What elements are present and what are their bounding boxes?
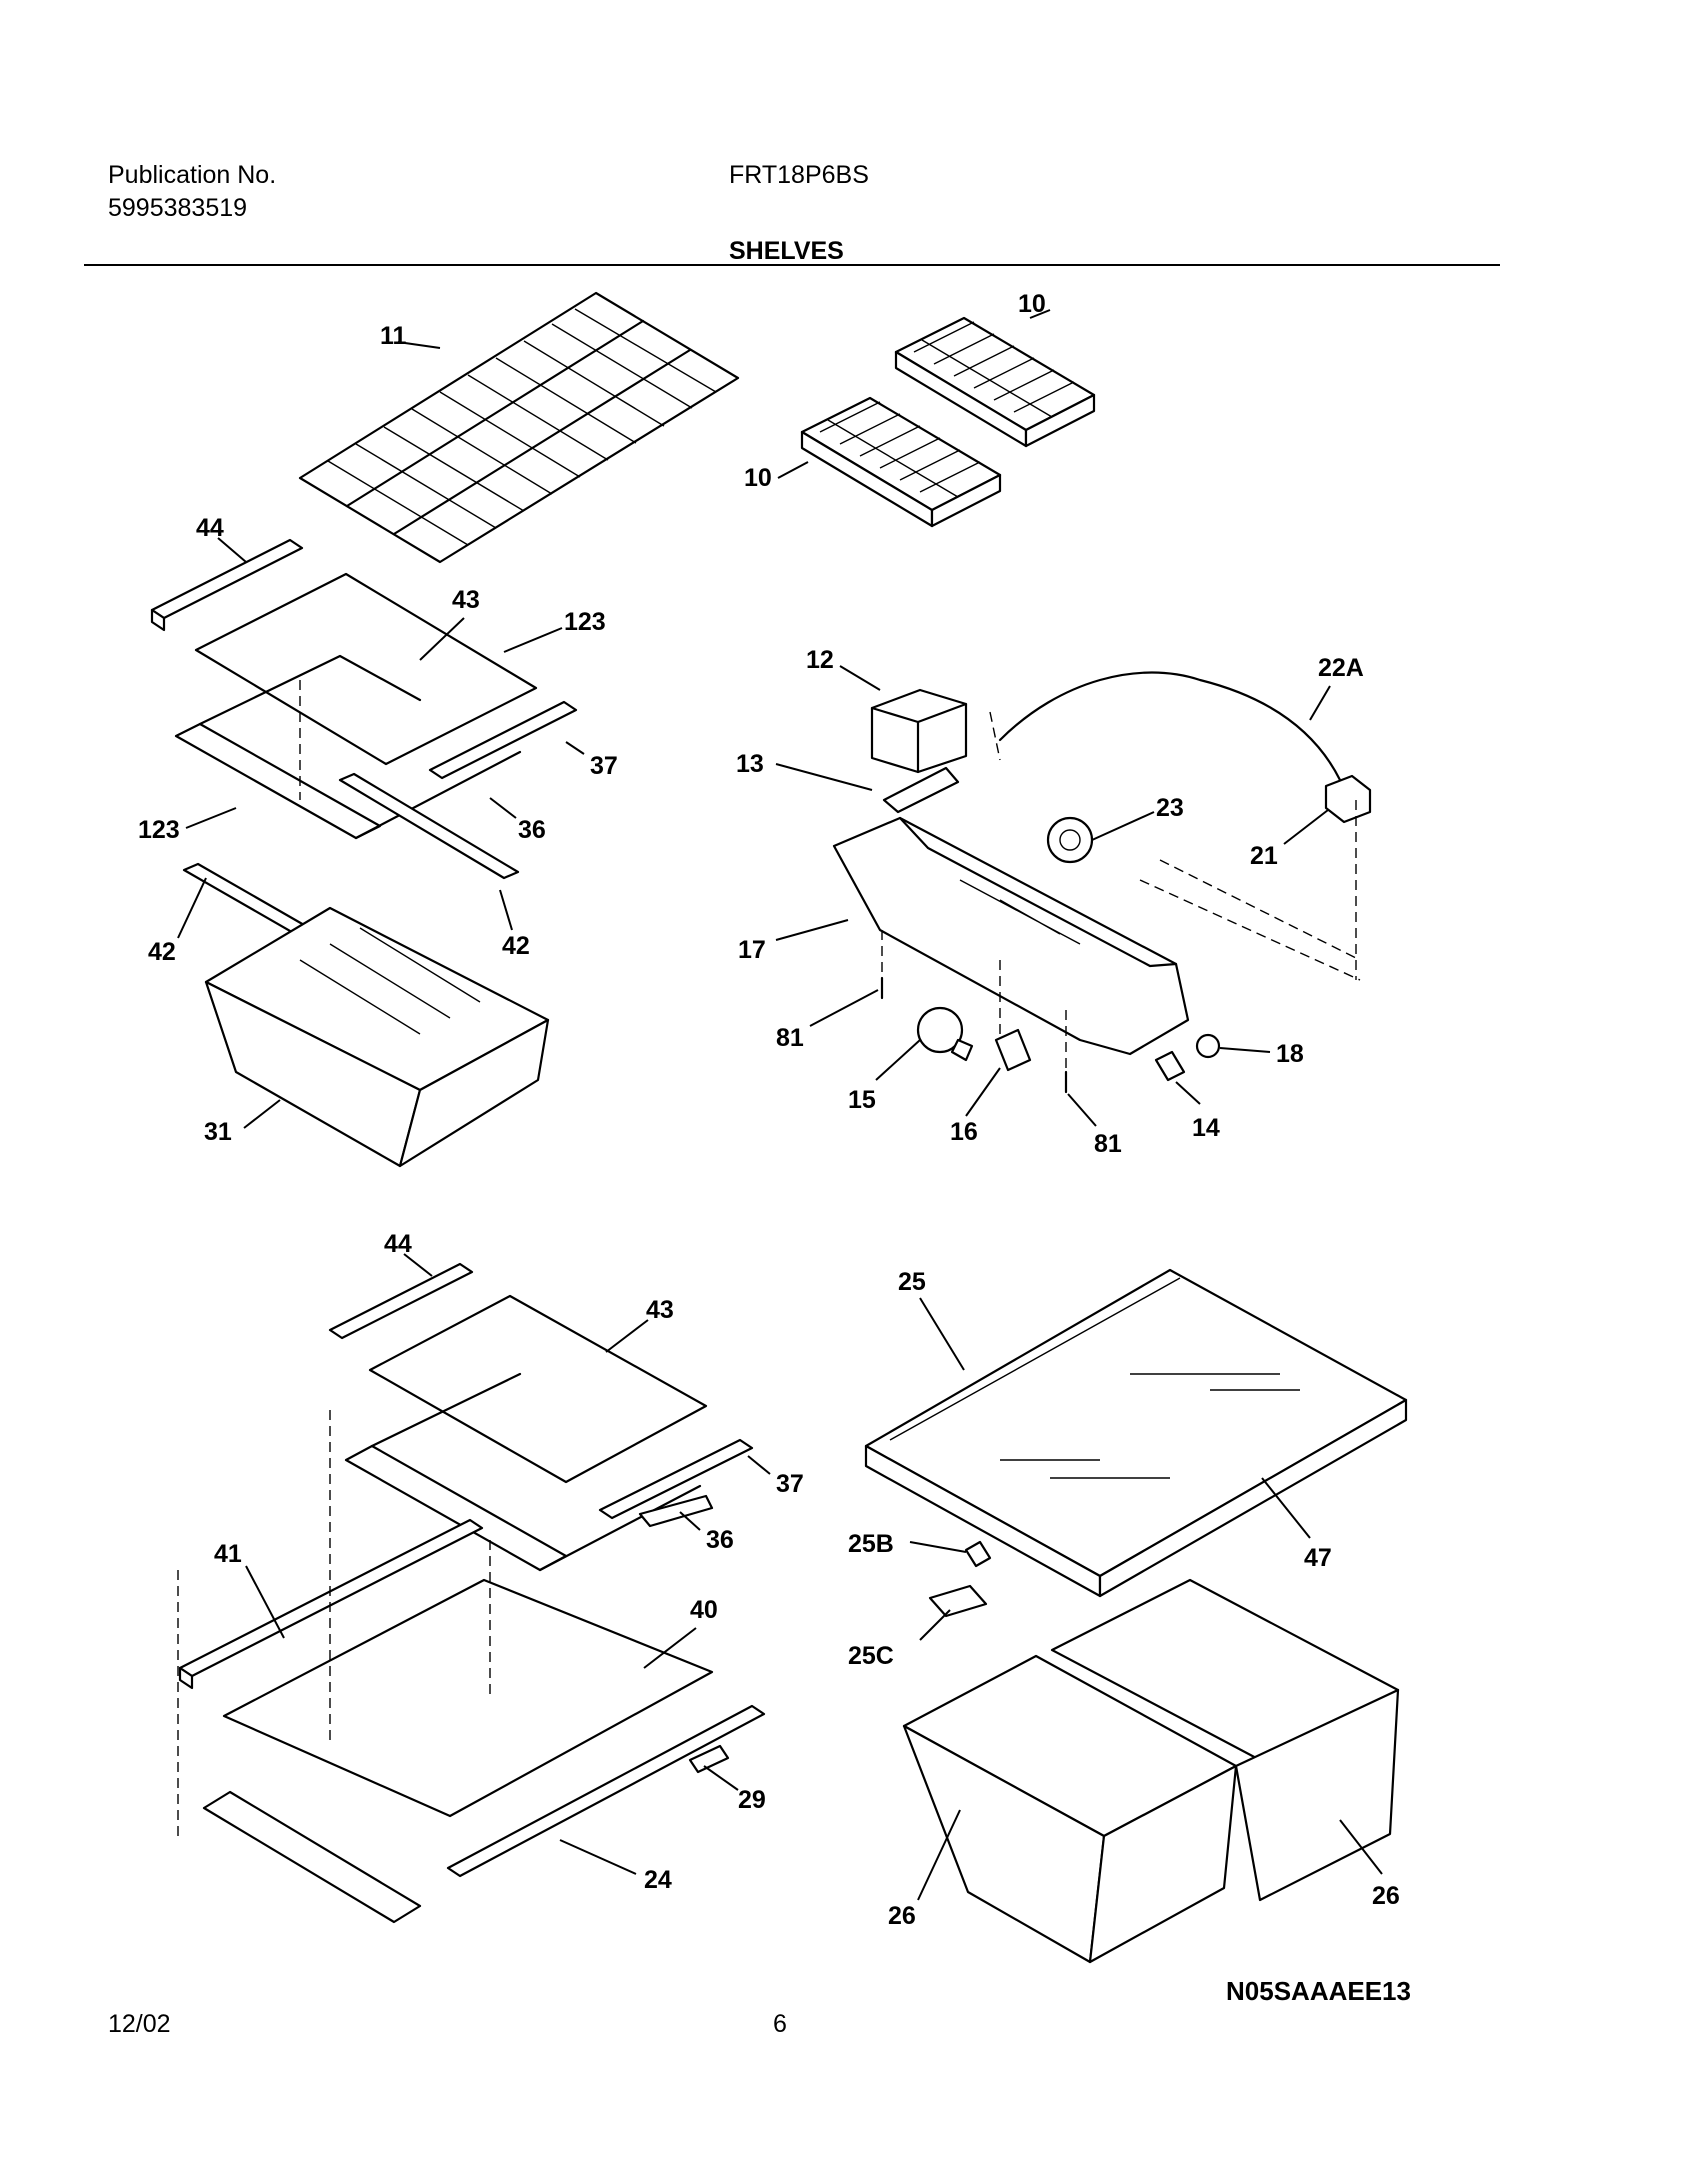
part-crisper-cover-25 — [864, 1268, 1408, 1598]
callout-26: 26 — [1372, 1882, 1400, 1910]
callout-31: 31 — [204, 1118, 232, 1146]
part-crisper-frame-29 — [688, 1744, 730, 1774]
callout-12: 12 — [806, 646, 834, 674]
part-rail-36-lower — [638, 1494, 714, 1528]
part-wire-shelf — [298, 291, 740, 564]
callout-22A: 22A — [1318, 654, 1364, 682]
part-thermostat-23 — [1046, 816, 1094, 864]
part-ice-tray-1 — [800, 396, 1002, 528]
callout-15: 15 — [848, 1086, 876, 1114]
callout-16: 16 — [950, 1118, 978, 1146]
callout-14: 14 — [1192, 1114, 1220, 1142]
part-screws-81 — [880, 930, 1068, 1094]
part-bulb-15 — [916, 1006, 974, 1062]
part-bracket-25C — [928, 1584, 988, 1618]
callout-10: 10 — [744, 464, 772, 492]
callout-26: 26 — [888, 1902, 916, 1930]
callout-42: 42 — [502, 932, 530, 960]
callout-41: 41 — [214, 1540, 242, 1568]
part-crisper-drawer-26-rear — [1050, 1578, 1400, 1902]
part-shelf-trim-44-upper — [150, 538, 304, 632]
part-pan-31 — [204, 906, 550, 1168]
callout-29: 29 — [738, 1786, 766, 1814]
callout-18: 18 — [1276, 1040, 1304, 1068]
part-shelf-frame-upper — [174, 654, 522, 840]
callout-44: 44 — [384, 1230, 412, 1258]
callout-37: 37 — [590, 752, 618, 780]
diagram-code: N05SAAAEE13 — [1226, 1976, 1411, 2006]
part-side-rail-41 — [178, 1518, 484, 1690]
callout-25C: 25C — [848, 1642, 894, 1670]
callout-43: 43 — [646, 1296, 674, 1324]
callout-11: 11 — [380, 322, 407, 350]
section-title: SHELVES — [729, 237, 844, 265]
part-switch-14 — [1154, 1050, 1186, 1082]
page-number: 6 — [773, 2010, 787, 2038]
publication-number: 5995383519 — [108, 194, 248, 222]
part-connector-21 — [1324, 774, 1372, 824]
part-clip-25B — [964, 1540, 992, 1568]
part-control-housing-17 — [832, 816, 1190, 1056]
part-shelf-frame-lower — [344, 1372, 702, 1572]
part-grommet-18 — [1195, 1033, 1221, 1059]
callout-123: 123 — [564, 608, 606, 636]
callout-25B: 25B — [848, 1530, 894, 1558]
callout-21: 21 — [1250, 842, 1278, 870]
callout-25: 25 — [898, 1268, 926, 1296]
callout-43: 43 — [452, 586, 480, 614]
part-shelf-frame-24 — [202, 1704, 766, 1924]
part-crisper-drawer-26-front — [902, 1654, 1238, 1964]
callout-47: 47 — [1304, 1544, 1332, 1572]
part-cord-22A — [989, 671, 1342, 782]
callout-10: 10 — [1018, 290, 1046, 318]
publication-label: Publication No. — [108, 161, 277, 189]
callout-81: 81 — [776, 1024, 804, 1052]
part-light-shield-12 — [870, 688, 968, 774]
callout-44: 44 — [196, 514, 224, 542]
callout-13: 13 — [736, 750, 764, 778]
part-shelf-trim-37-upper — [428, 700, 578, 780]
part-socket-16 — [994, 1028, 1032, 1072]
callout-40: 40 — [690, 1596, 718, 1624]
callout-36: 36 — [706, 1526, 734, 1554]
header-rule — [84, 264, 1500, 266]
part-shelf-trim-44-lower — [328, 1262, 474, 1340]
part-wiring-dashed — [1139, 800, 1361, 981]
part-damper-13 — [882, 766, 960, 814]
callout-23: 23 — [1156, 794, 1184, 822]
part-glass-shelf-40 — [222, 1578, 714, 1818]
callout-123: 123 — [138, 816, 180, 844]
model-number: FRT18P6BS — [729, 161, 869, 189]
part-rail-36-upper — [338, 772, 520, 880]
callout-24: 24 — [644, 1866, 672, 1894]
part-glass-shelf-43-upper — [194, 572, 538, 766]
part-shelf-trim-37-lower — [598, 1438, 754, 1520]
part-glass-shelf-43-lower — [368, 1294, 708, 1484]
callout-37: 37 — [776, 1470, 804, 1498]
callout-17: 17 — [738, 936, 766, 964]
part-lower-dashes — [177, 1410, 491, 1840]
callout-81: 81 — [1094, 1130, 1122, 1158]
publication-date: 12/02 — [108, 2010, 171, 2038]
callout-42: 42 — [148, 938, 176, 966]
leader-lines — [177, 309, 1383, 1901]
callouts: 11 10 10 44 43 123 37 36 123 42 42 31 12… — [138, 290, 1411, 2006]
callout-36: 36 — [518, 816, 546, 844]
part-ice-tray-2 — [894, 316, 1096, 448]
